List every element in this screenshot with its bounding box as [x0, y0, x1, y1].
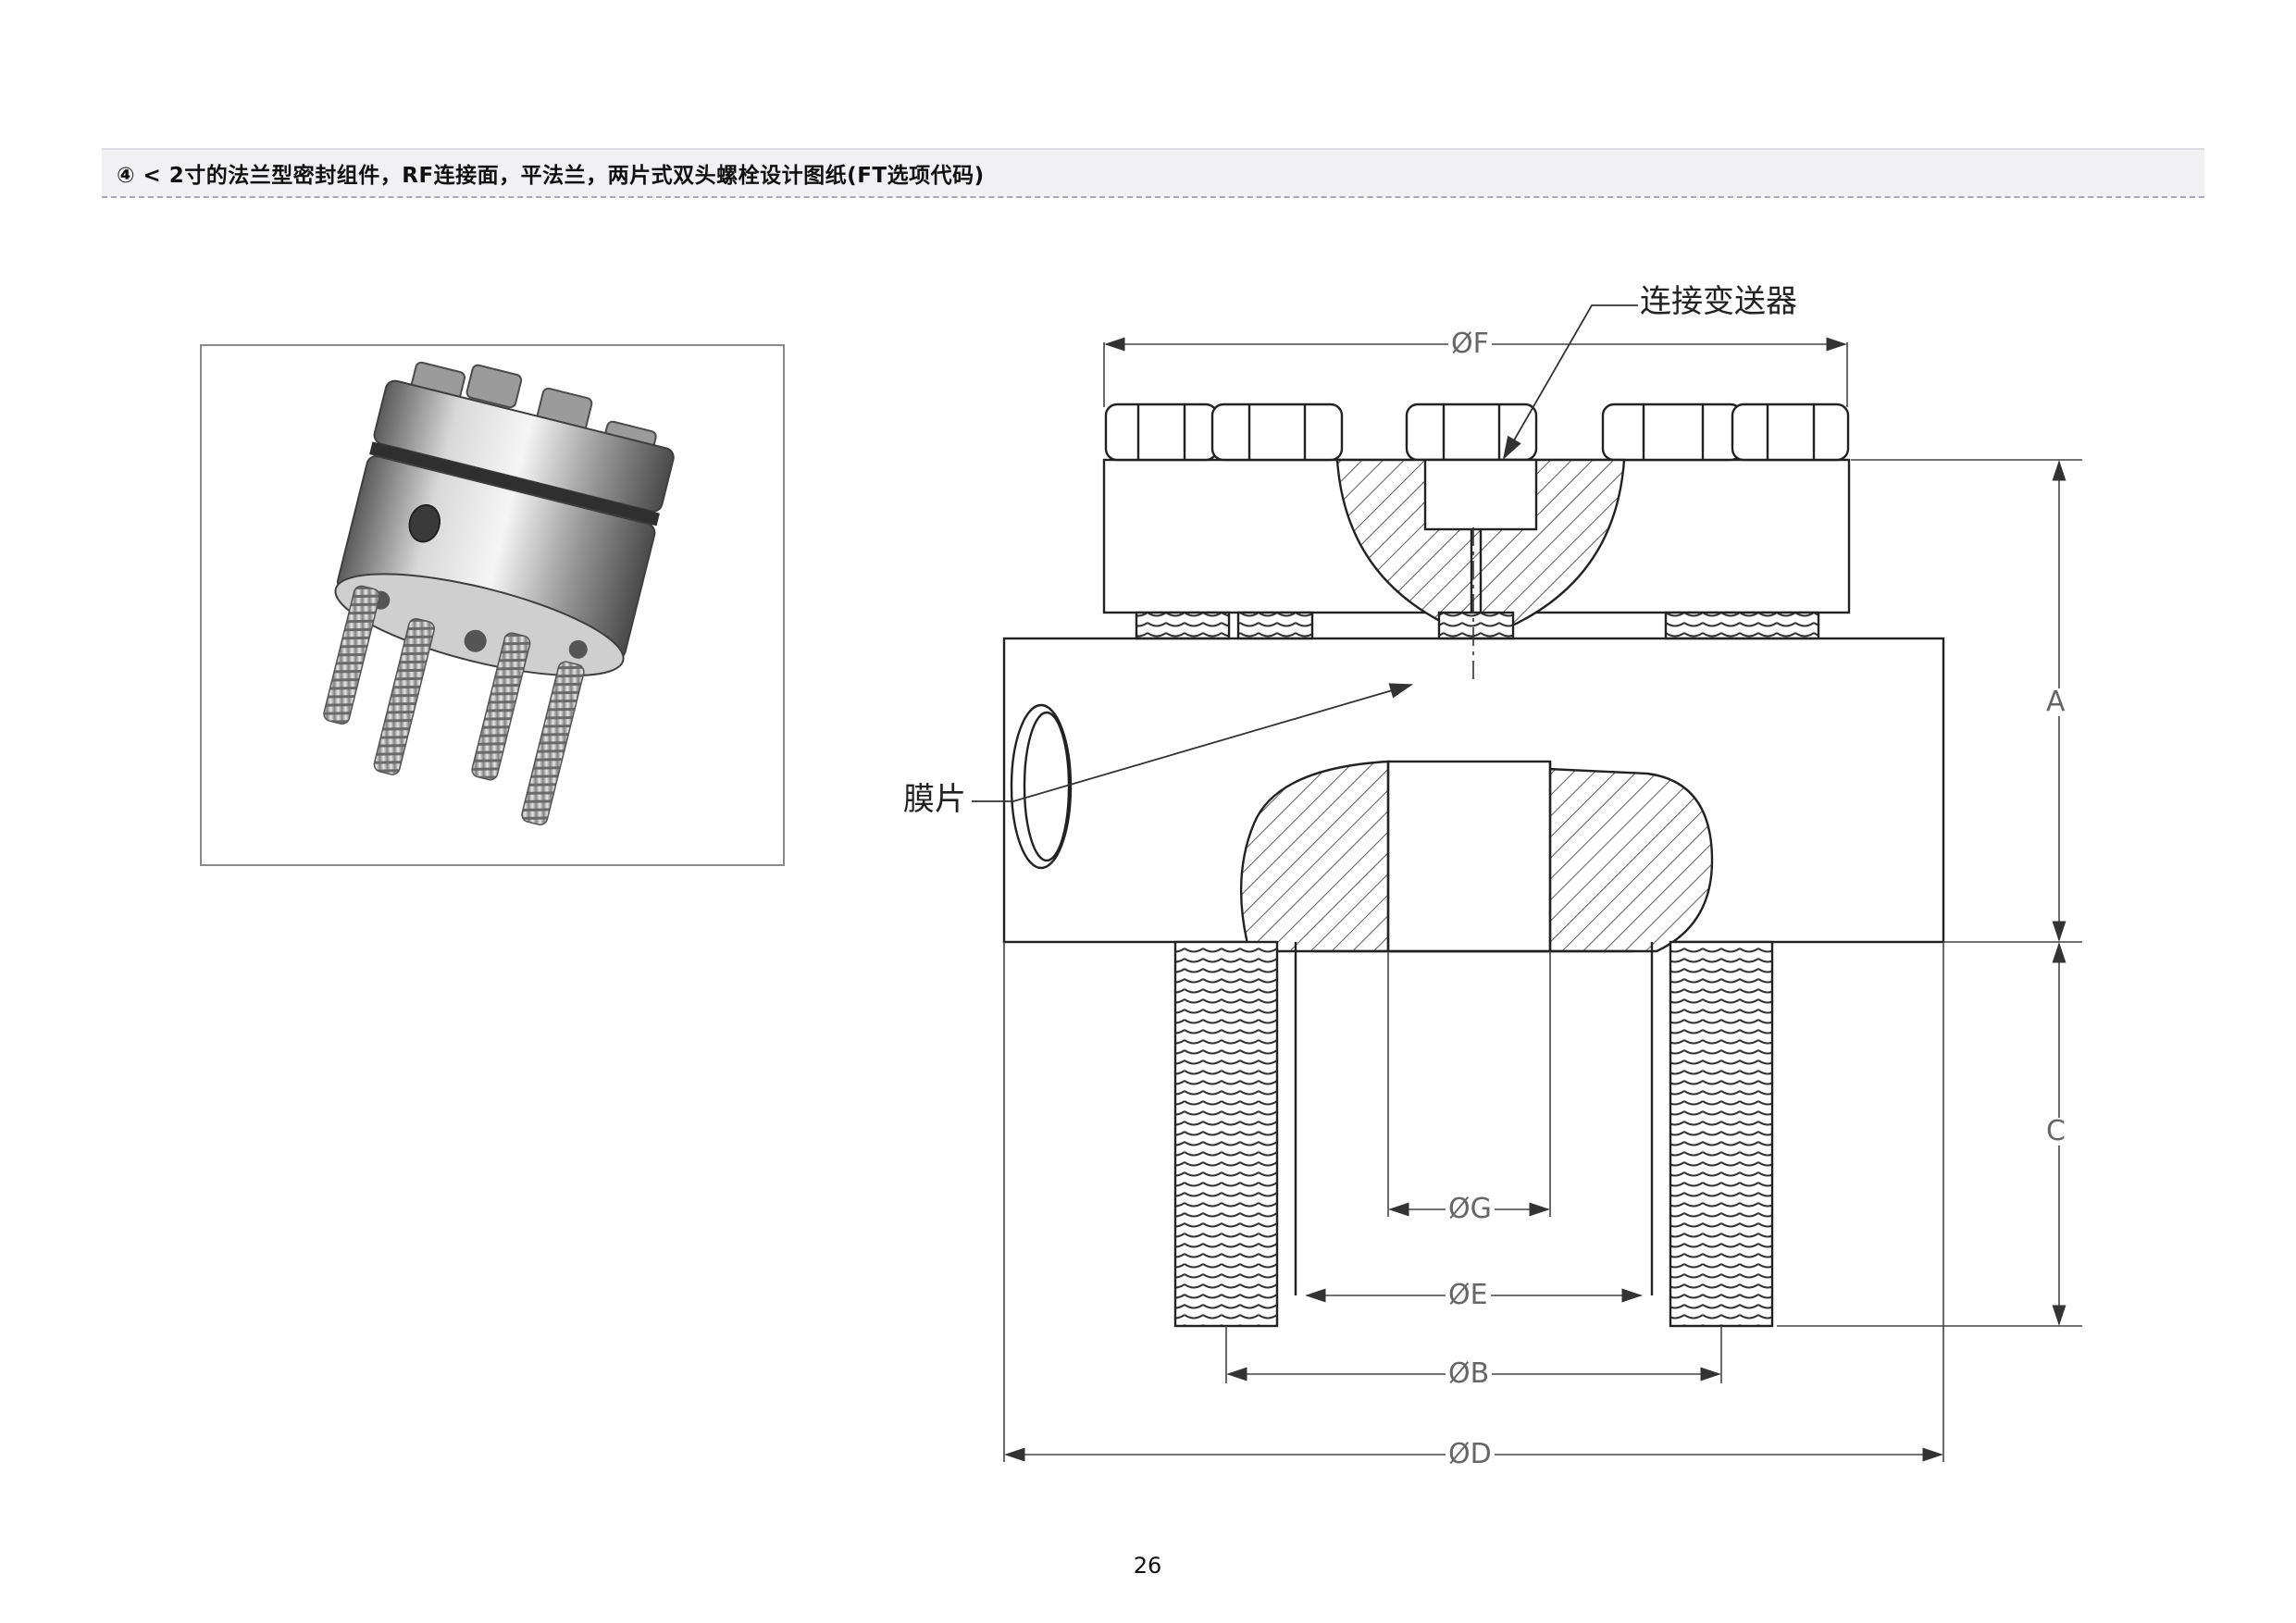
dim-label-e: ØE [1446, 1282, 1491, 1309]
dim-label-f: ØF [1448, 330, 1492, 358]
callout-connect-transmitter: 连接变送器 [1640, 283, 1797, 320]
stud-right [1669, 940, 1774, 1328]
side-port [1010, 703, 1073, 870]
section-caption: ④ < 2寸的法兰型密封组件，RF连接面，平法兰，两片式双头螺栓设计图纸(FT选… [117, 164, 985, 188]
dim-label-d: ØD [1446, 1441, 1495, 1468]
nut-right [1601, 403, 1850, 462]
dim-label-b: ØB [1446, 1360, 1493, 1388]
dim-label-a: A [2043, 688, 2068, 716]
nut-center [1405, 403, 1538, 462]
section-header: ④ < 2寸的法兰型密封组件，RF连接面，平法兰，两片式双头螺栓设计图纸(FT选… [102, 148, 2204, 198]
stud-left [1173, 940, 1279, 1328]
page-number: 26 [1133, 1553, 1162, 1579]
dim-label-c: C [2043, 1118, 2068, 1146]
nut-left [1104, 403, 1344, 462]
product-photo [200, 344, 785, 866]
callout-diaphragm: 膜片 [903, 781, 966, 818]
dim-label-g: ØG [1446, 1196, 1495, 1223]
flange-seal-assembly-photo [323, 361, 675, 826]
